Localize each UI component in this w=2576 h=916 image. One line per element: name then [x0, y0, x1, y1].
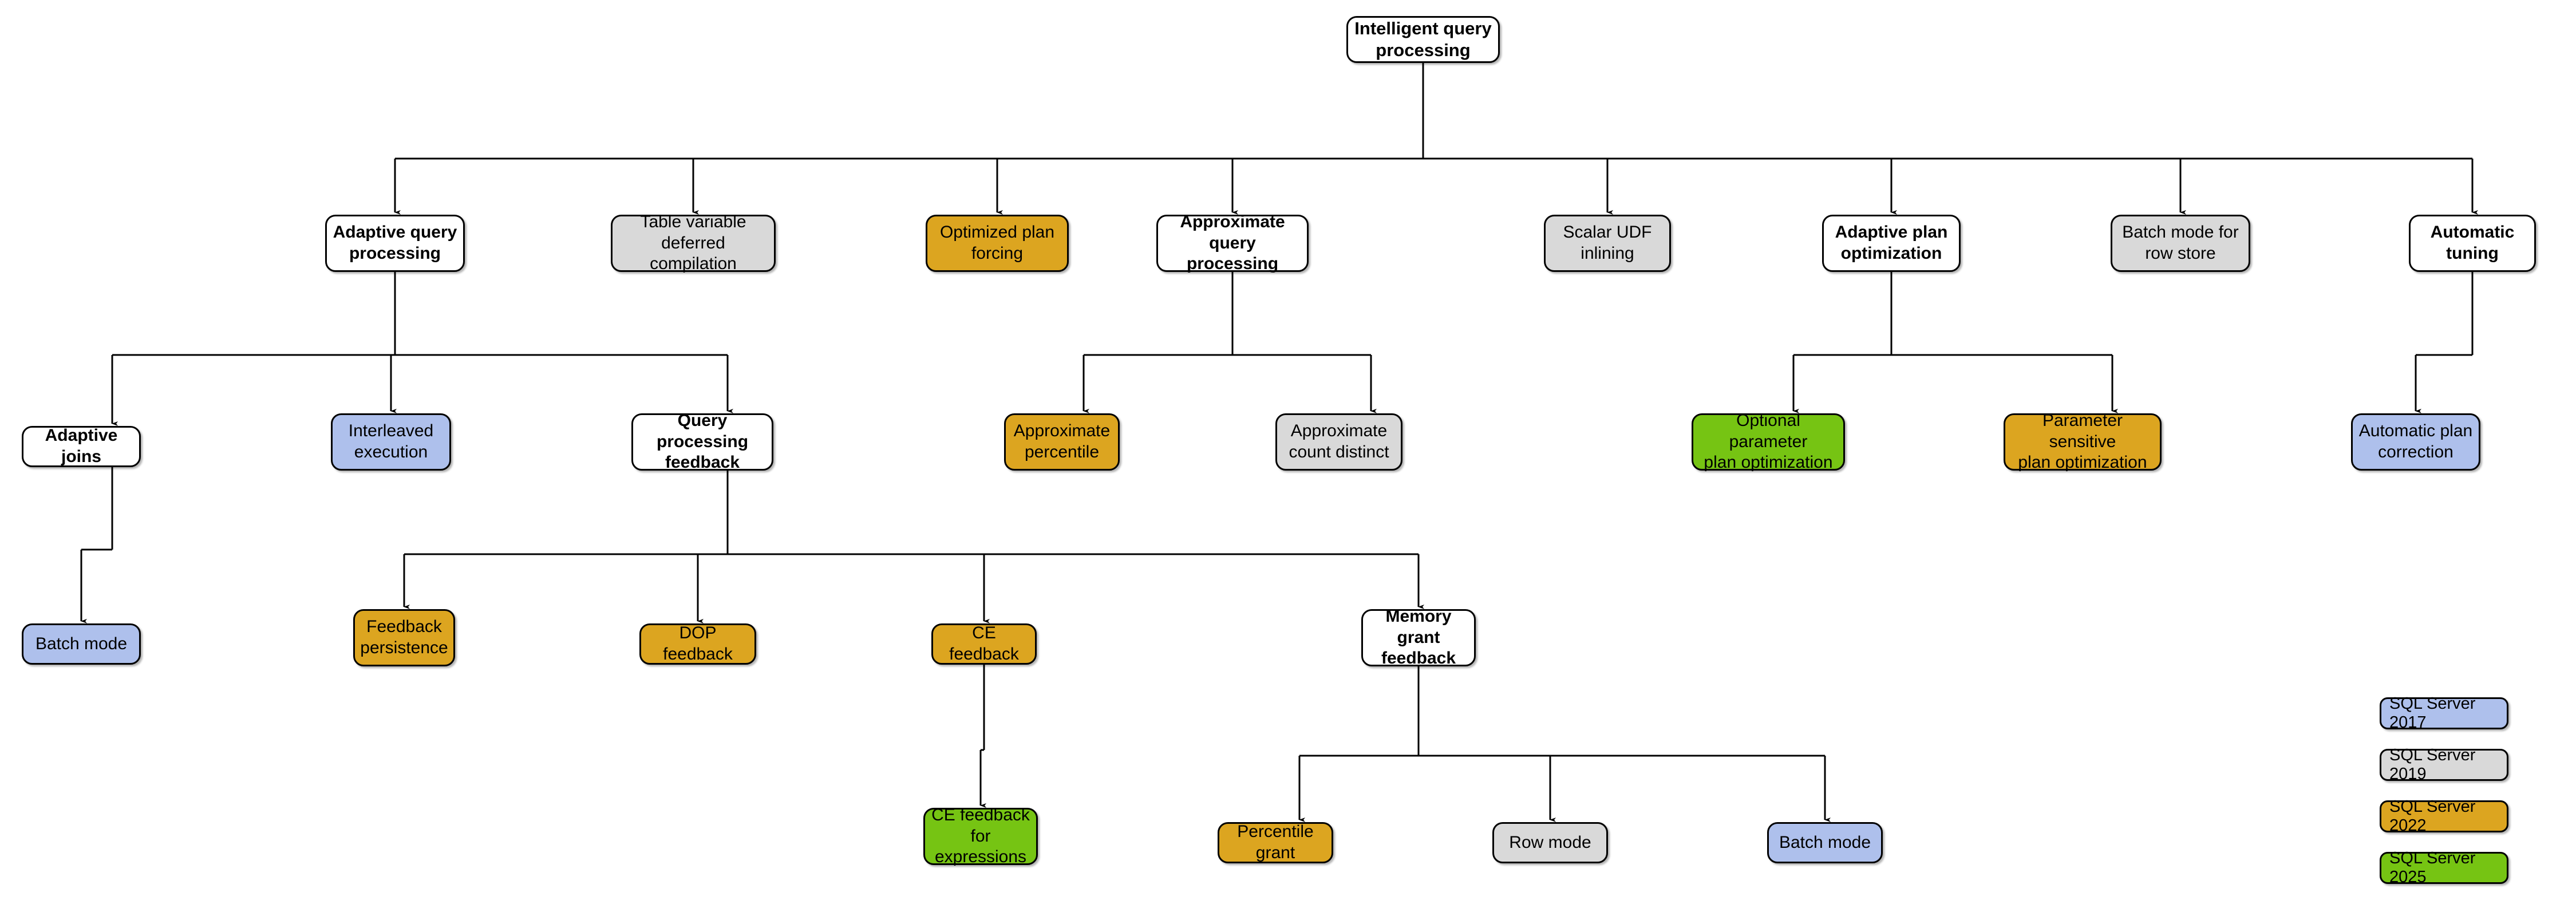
node-label: Adaptive joins	[45, 426, 118, 466]
node-ie[interactable]: Interleaved execution	[331, 413, 451, 471]
node-label: Batch mode for row store	[2122, 223, 2239, 263]
legend-label: SQL Server 2022	[2389, 797, 2476, 835]
node-label: Approximate query processing	[1180, 212, 1285, 274]
node-label: Adaptive query processing	[333, 223, 457, 263]
node-oppo[interactable]: Optional parameter plan optimization	[1692, 411, 1845, 472]
node-bm2[interactable]: Batch mode	[1767, 822, 1883, 863]
node-root[interactable]: Intelligent query processing	[1346, 16, 1500, 63]
node-opf[interactable]: Optimized plan forcing	[926, 215, 1069, 272]
node-label: Automatic tuning	[2430, 223, 2515, 263]
node-label: Parameter sensitive plan optimization	[2018, 411, 2147, 472]
node-label: Percentile grant	[1237, 822, 1314, 862]
node-qpf[interactable]: Query processing feedback	[631, 411, 773, 472]
legend-label: SQL Server 2017	[2389, 694, 2476, 732]
node-label: Adaptive plan optimization	[1835, 223, 1948, 263]
node-pspo[interactable]: Parameter sensitive plan optimization	[2004, 411, 2162, 472]
node-label: Intelligent query processing	[1354, 18, 1492, 60]
legend-item-sql-server-2025: SQL Server 2025	[2380, 849, 2508, 886]
node-label: DOP feedback	[663, 623, 733, 664]
node-label: Feedback persistence	[360, 617, 448, 657]
node-label: Approximate percentile	[1013, 421, 1111, 461]
node-at[interactable]: Automatic tuning	[2409, 215, 2536, 272]
node-fp[interactable]: Feedback persistence	[353, 609, 455, 666]
node-aj[interactable]: Adaptive joins	[22, 426, 141, 467]
legend-label: SQL Server 2025	[2389, 849, 2476, 886]
node-label: Interleaved execution	[348, 421, 434, 461]
node-acd[interactable]: Approximate count distinct	[1275, 413, 1402, 471]
node-rm[interactable]: Row mode	[1492, 822, 1608, 863]
node-label: Table variable deferred compilation	[640, 212, 746, 274]
node-label: Memory grant feedback	[1381, 607, 1456, 668]
node-label: Batch mode	[35, 634, 128, 653]
node-udf[interactable]: Scalar UDF inlining	[1544, 215, 1671, 272]
node-mgf[interactable]: Memory grant feedback	[1361, 607, 1476, 668]
node-ce[interactable]: CE feedback	[931, 623, 1037, 665]
node-label: Query processing feedback	[656, 411, 749, 472]
node-label: Batch mode	[1779, 832, 1871, 852]
node-label: Optional parameter plan optimization	[1704, 411, 1833, 472]
node-apc[interactable]: Automatic plan correction	[2351, 413, 2480, 471]
node-label: Row mode	[1509, 832, 1591, 852]
node-cefe[interactable]: CE feedback for expressions	[923, 806, 1038, 867]
node-ap[interactable]: Approximate percentile	[1004, 413, 1120, 471]
node-apo[interactable]: Adaptive plan optimization	[1822, 215, 1961, 272]
legend-item-sql-server-2022: SQL Server 2022	[2380, 797, 2508, 835]
legend-item-sql-server-2017: SQL Server 2017	[2380, 694, 2508, 732]
node-dop[interactable]: DOP feedback	[639, 623, 756, 665]
node-aqp[interactable]: Adaptive query processing	[325, 215, 465, 272]
node-pg[interactable]: Percentile grant	[1218, 822, 1333, 863]
node-label: Approximate count distinct	[1289, 421, 1389, 461]
legend-item-sql-server-2019: SQL Server 2019	[2380, 746, 2508, 783]
node-bmrs[interactable]: Batch mode for row store	[2111, 215, 2250, 272]
node-label: CE feedback	[949, 623, 1019, 664]
legend-label: SQL Server 2019	[2389, 746, 2476, 783]
node-label: Optimized plan forcing	[939, 223, 1055, 263]
node-label: Automatic plan correction	[2358, 421, 2473, 461]
node-bm1[interactable]: Batch mode	[22, 623, 141, 665]
node-label: Scalar UDF inlining	[1563, 223, 1652, 263]
node-approx[interactable]: Approximate query processing	[1156, 212, 1309, 274]
node-tvdc[interactable]: Table variable deferred compilation	[611, 212, 776, 274]
node-label: CE feedback for expressions	[931, 806, 1030, 867]
